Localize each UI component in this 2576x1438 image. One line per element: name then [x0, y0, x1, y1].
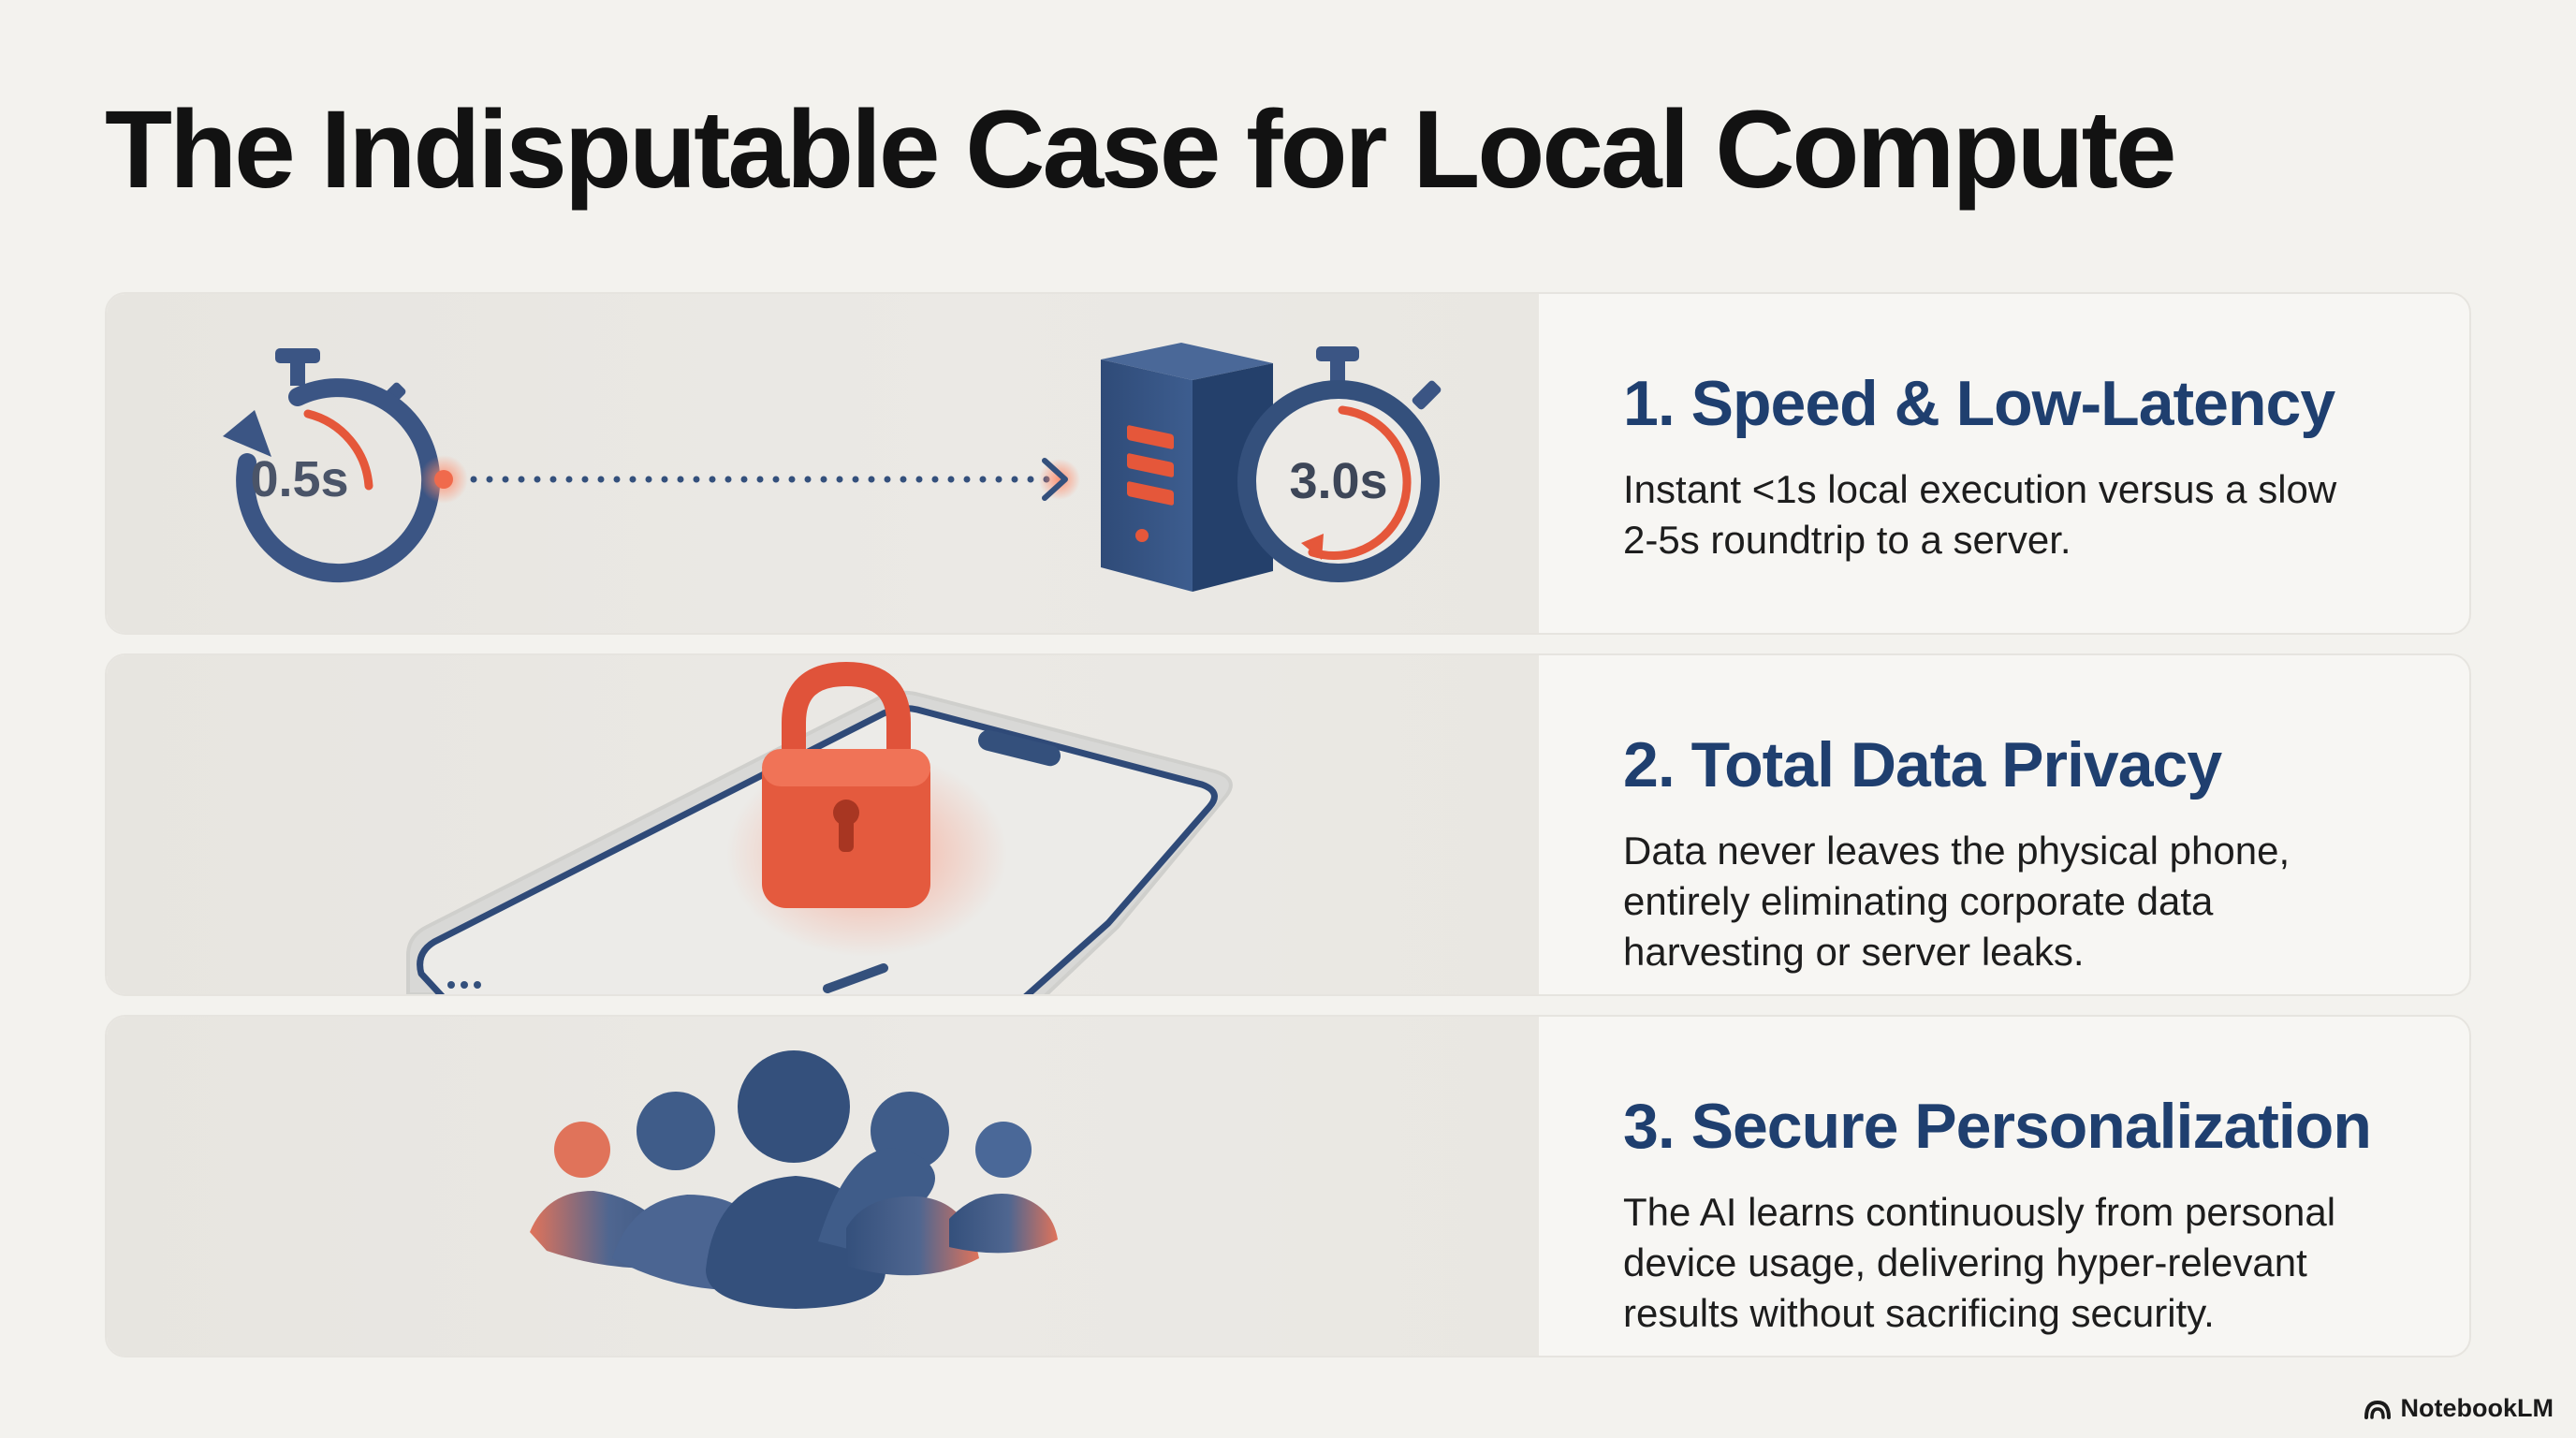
body-line: Data never leaves the physical phone,	[1623, 829, 2291, 873]
brand-watermark: NotebookLM	[2364, 1394, 2554, 1423]
body-line: Instant <1s local execution versus a slo…	[1623, 467, 2337, 511]
people-group-icon	[530, 1050, 1058, 1309]
local-time-label: 0.5s	[250, 451, 348, 507]
stopwatch-icon	[223, 348, 441, 583]
speed-illustration: 0.5s	[107, 294, 1539, 633]
card-speed: 0.5s	[105, 292, 2471, 635]
body-line: harvesting or server leaks.	[1623, 930, 2085, 974]
body-line: The AI learns continuously from personal	[1623, 1190, 2336, 1234]
notebooklm-logo-icon	[2364, 1400, 2391, 1419]
page-title: The Indisputable Case for Local Compute	[105, 88, 2177, 212]
card-heading: 2. Total Data Privacy	[1623, 729, 2222, 800]
card-privacy-text: 2. Total Data Privacy Data never leaves …	[1623, 728, 2447, 977]
card-personalization: 3. Secure Personalization The AI learns …	[105, 1015, 2471, 1357]
card-privacy: 2. Total Data Privacy Data never leaves …	[105, 653, 2471, 996]
personalization-illustration	[107, 1017, 1539, 1356]
padlock-icon	[726, 661, 1007, 957]
brand-label: NotebookLM	[2400, 1394, 2554, 1422]
latency-arrow	[419, 455, 1080, 504]
server-time-label: 3.0s	[1289, 453, 1387, 509]
card-personalization-text: 3. Secure Personalization The AI learns …	[1623, 1090, 2447, 1339]
body-line: 2-5s roundtrip to a server.	[1623, 518, 2071, 562]
card-speed-text: 1. Speed & Low-Latency Instant <1s local…	[1623, 367, 2447, 565]
privacy-illustration	[107, 655, 1539, 994]
card-heading: 3. Secure Personalization	[1623, 1091, 2372, 1162]
body-line: entirely eliminating corporate data	[1623, 879, 2214, 923]
card-body: The AI learns continuously from personal…	[1623, 1187, 2447, 1339]
card-body: Data never leaves the physical phone, en…	[1623, 826, 2447, 977]
card-heading: 1. Speed & Low-Latency	[1623, 368, 2335, 439]
body-line: results without sacrificing security.	[1623, 1291, 2215, 1335]
card-body: Instant <1s local execution versus a slo…	[1623, 464, 2447, 565]
body-line: device usage, delivering hyper-relevant	[1623, 1240, 2307, 1284]
stopwatch-icon	[1237, 346, 1442, 582]
